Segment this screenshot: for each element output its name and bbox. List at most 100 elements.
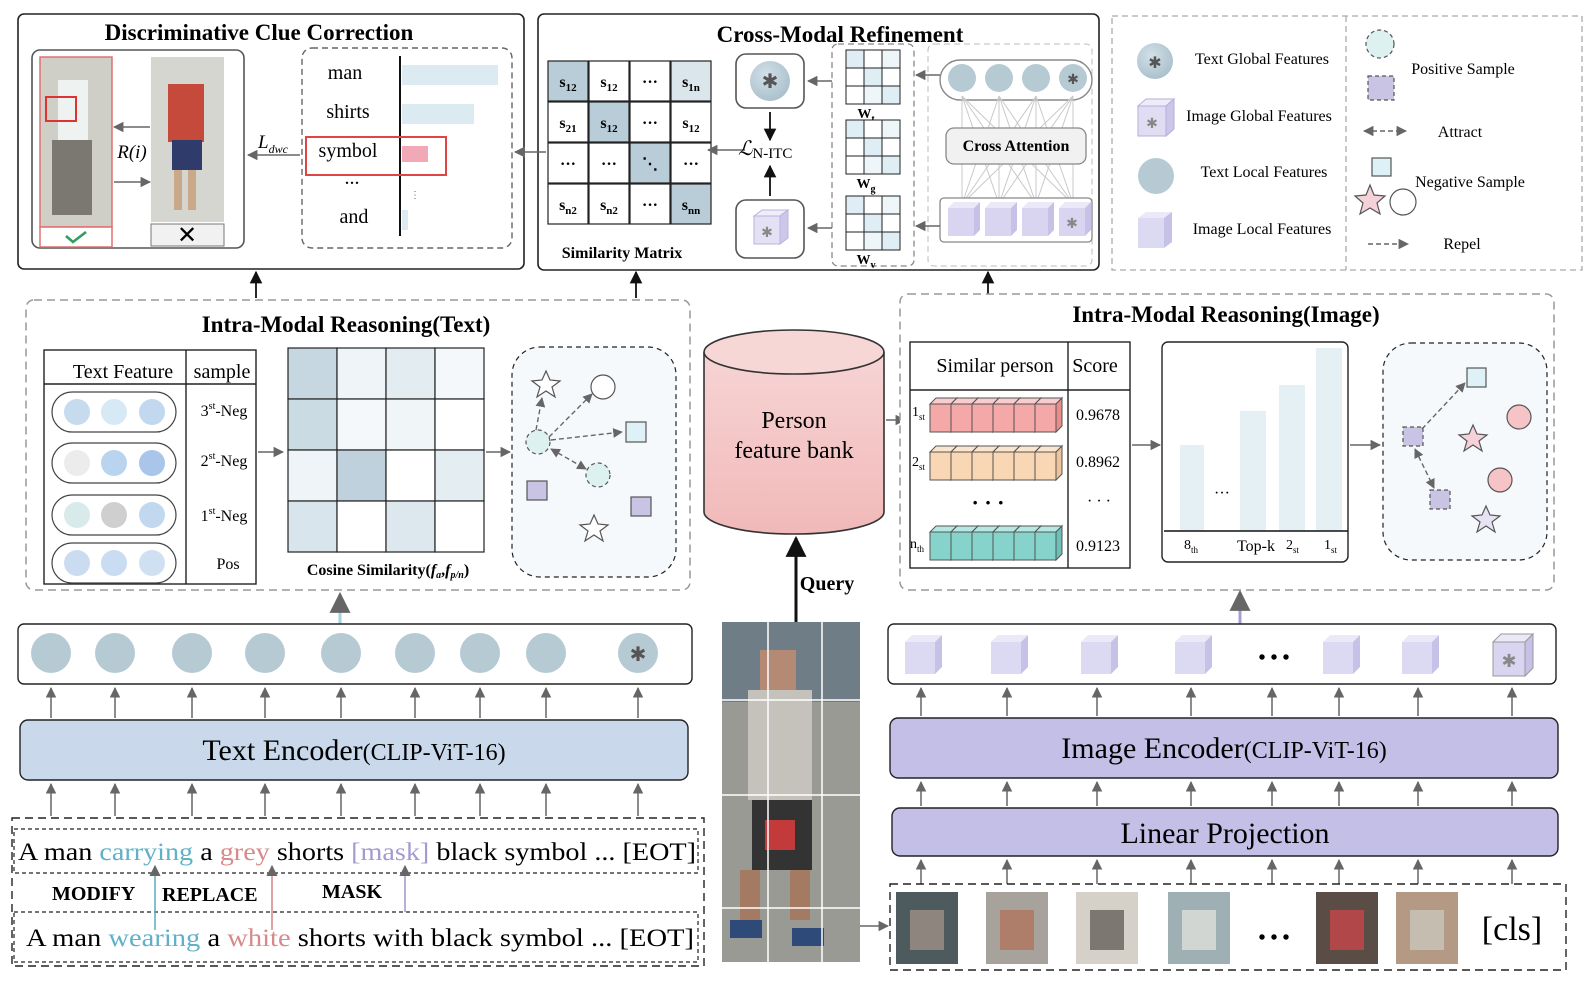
image-patches bbox=[896, 892, 1458, 964]
w-label: Wv bbox=[857, 253, 876, 271]
svg-text:⋮: ⋮ bbox=[410, 190, 420, 201]
bar-ellipsis: ··· bbox=[1214, 485, 1230, 502]
text-token bbox=[245, 633, 285, 673]
cross-icon: ✕ bbox=[177, 223, 197, 249]
op-modify: MODIFY bbox=[52, 883, 136, 905]
matrix-cell bbox=[588, 60, 630, 102]
image-token-ellipsis: • • • bbox=[1258, 647, 1289, 669]
word-ellipsis: ... bbox=[345, 167, 360, 189]
similarity-matrix-caption: Similarity Matrix bbox=[562, 245, 682, 262]
text-token bbox=[31, 633, 71, 673]
feature-dot bbox=[139, 502, 165, 528]
w-cell bbox=[845, 195, 865, 215]
matrix-cell bbox=[588, 101, 630, 143]
cube bbox=[1033, 524, 1064, 562]
legend-positive: Positive Sample bbox=[1411, 61, 1515, 78]
text-token bbox=[948, 64, 976, 92]
feature-dot bbox=[64, 450, 90, 476]
w-cell bbox=[863, 213, 883, 233]
cross-attention-label: Cross Attention bbox=[963, 138, 1070, 155]
cosine-cell bbox=[287, 449, 338, 502]
imr-image-title: Intra-Modal Reasoning(Image) bbox=[1072, 302, 1379, 327]
linear-projection bbox=[891, 807, 1559, 857]
w-cell bbox=[845, 213, 865, 233]
cube bbox=[1323, 635, 1360, 674]
w-cell bbox=[881, 67, 901, 87]
text-encoder-input-arrows bbox=[45, 782, 644, 816]
query-label: Query bbox=[800, 573, 854, 595]
cosine-cell bbox=[336, 398, 387, 451]
cosine-cell bbox=[385, 347, 436, 400]
person-image-wrong: ✕ bbox=[150, 57, 225, 249]
w-cell bbox=[881, 195, 901, 215]
matrix-cell-label: ⋱ bbox=[642, 156, 658, 173]
legend-positive-circle bbox=[1365, 29, 1395, 59]
matrix-cell-label: ··· bbox=[683, 156, 699, 173]
original-sentence: A man wearing a white shorts with black … bbox=[26, 925, 694, 952]
cosine-cell bbox=[287, 398, 338, 451]
cosine-cell bbox=[434, 347, 485, 400]
w-cell bbox=[863, 231, 883, 251]
cosine-similarity-grid bbox=[287, 347, 485, 553]
cube bbox=[991, 635, 1028, 674]
svg-text:✱: ✱ bbox=[762, 71, 779, 93]
sample-header: sample bbox=[194, 361, 251, 383]
matrix-cell-label: s1n bbox=[682, 74, 700, 94]
cosine-cell bbox=[434, 449, 485, 502]
legend-image-local: Image Local Features bbox=[1193, 221, 1332, 238]
svg-text:✱: ✱ bbox=[1146, 117, 1158, 132]
matrix-cell bbox=[547, 142, 589, 184]
legend-negative: Negative Sample bbox=[1415, 174, 1525, 191]
w-cell bbox=[881, 119, 901, 139]
asterisk-icon: ✱ bbox=[630, 644, 647, 666]
text-token bbox=[321, 633, 361, 673]
image-patch-detail bbox=[1090, 910, 1124, 950]
cls-token: [cls] bbox=[1482, 911, 1542, 948]
matrix-cell bbox=[670, 142, 712, 184]
matrix-cell-label: s21 bbox=[559, 115, 576, 135]
w-cell bbox=[881, 85, 901, 105]
legend-positive-square bbox=[1367, 75, 1395, 101]
w-label: Wg bbox=[857, 177, 876, 195]
query-image bbox=[722, 622, 860, 962]
feature-dot bbox=[139, 450, 165, 476]
ri-label: R(i) bbox=[116, 142, 147, 163]
feature-dot bbox=[139, 550, 165, 576]
legend-repel: Repel bbox=[1443, 236, 1481, 253]
modified-sentence: A man carrying a grey shorts [mask] blac… bbox=[18, 839, 696, 866]
symbol-highlight bbox=[305, 136, 447, 176]
sample-pos: Pos bbox=[216, 556, 239, 573]
word-bar-symbol bbox=[402, 146, 428, 162]
legend-attract: Attract bbox=[1438, 124, 1483, 141]
cube bbox=[948, 202, 980, 236]
score-header: Score bbox=[1072, 355, 1118, 377]
w-cell bbox=[881, 137, 901, 157]
legend-negative-star bbox=[1353, 183, 1387, 216]
bank-label-1: Person bbox=[761, 408, 826, 434]
similar-person-header: Similar person bbox=[936, 355, 1053, 377]
dwc-title: Discriminative Clue Correction bbox=[105, 20, 414, 45]
cmr-title: Cross-Modal Refinement bbox=[717, 22, 964, 47]
matrix-cell bbox=[547, 101, 589, 143]
matrix-cell bbox=[629, 142, 671, 184]
text-encoder-output-arrows bbox=[45, 686, 644, 718]
w-cell bbox=[845, 49, 865, 69]
matrix-cell bbox=[670, 60, 712, 102]
nitc-label: ℒN-ITC bbox=[738, 138, 792, 162]
text-encoder bbox=[19, 719, 689, 781]
w-cell bbox=[863, 137, 883, 157]
linear-projection-label: Linear Projection bbox=[1120, 817, 1329, 850]
matrix-cell-label: ··· bbox=[642, 197, 658, 214]
asterisk-icon: ✱ bbox=[1067, 73, 1079, 88]
matrix-cell bbox=[588, 183, 630, 225]
text-encoder-label: Text Encoder(CLIP-ViT-16) bbox=[202, 734, 505, 767]
w-cell bbox=[845, 137, 865, 157]
cosine-cell bbox=[287, 347, 338, 400]
w-cell bbox=[863, 49, 883, 69]
w-cell bbox=[863, 85, 883, 105]
image-encoder-label: Image Encoder(CLIP-ViT-16) bbox=[1061, 732, 1386, 765]
text-token bbox=[95, 633, 135, 673]
bar-topk bbox=[1240, 411, 1266, 531]
asterisk-icon: ✱ bbox=[1501, 651, 1516, 671]
